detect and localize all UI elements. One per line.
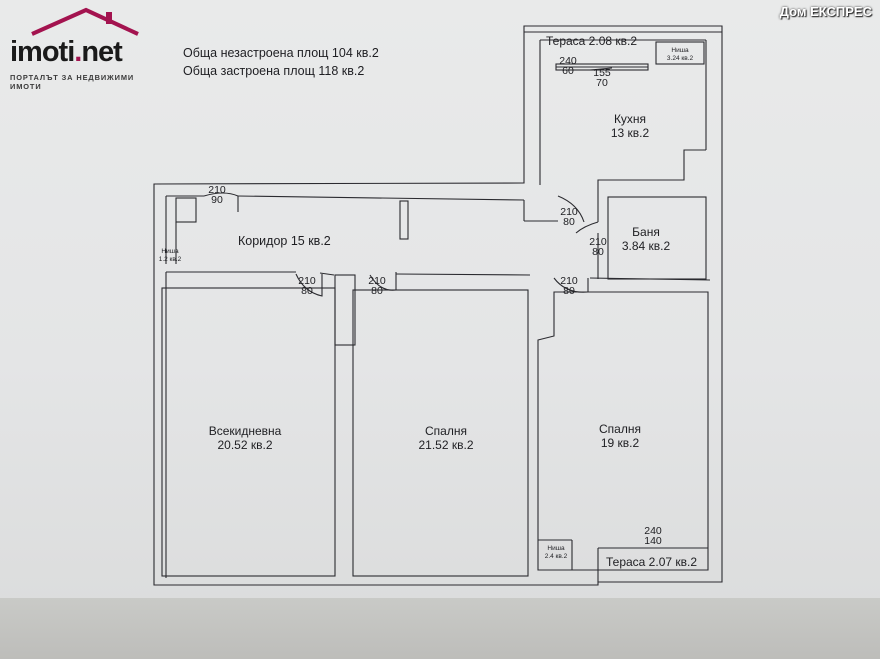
dim-living-door-h: 210	[298, 275, 316, 287]
niche-left-area: 1.2 кв.2	[158, 256, 182, 263]
dim-entry-h: 210	[208, 184, 226, 196]
terrace-top-label: Тераса 2.08 кв.2	[546, 34, 638, 48]
summary-built: Обща застроена площ 118 кв.2	[183, 64, 365, 78]
dim-bath-door-w: 80	[592, 246, 604, 258]
bath-area: 3.84 кв.2	[621, 239, 671, 253]
dim-top-door-h: 240	[559, 55, 577, 67]
kitchen-area: 13 кв.2	[610, 126, 650, 140]
logo-tagline: ПОРТАЛЪТ ЗА НЕДВИЖИМИ ИМОТИ	[10, 73, 135, 91]
kitchen-name: Кухня	[613, 112, 647, 126]
imoti-logo: imoti.net ПОРТАЛЪТ ЗА НЕДВИЖИМИ ИМОТИ	[8, 6, 168, 91]
niche-top-area: 3.24 кв.2	[666, 55, 694, 62]
dim-bottom-door-h: 240	[644, 525, 662, 537]
table-surface	[0, 598, 880, 659]
house-roof-icon	[31, 7, 139, 36]
dim-kitchen-door-h: 210	[560, 206, 578, 218]
dim-living-door-w: 80	[301, 285, 313, 297]
bed2-area: 19 кв.2	[600, 436, 640, 450]
niche-top-name: Ниша	[671, 47, 689, 54]
dim-kitchen-door-w: 80	[563, 216, 575, 228]
terrace-bottom-label: Тераса 2.07 кв.2	[606, 555, 698, 569]
bed2-name: Спалня	[599, 422, 641, 436]
summary-unbuilt: Обща незастроена площ 104 кв.2	[183, 46, 379, 60]
living-area: 20.52 кв.2	[217, 438, 273, 452]
bed1-area: 21.52 кв.2	[418, 438, 474, 452]
dim-bottom-door-w: 140	[644, 535, 662, 547]
dim-bed1-door-w: 80	[371, 285, 383, 297]
door-swing-bed2	[553, 277, 589, 293]
door-swing-kitchen	[557, 195, 585, 223]
bath-name: Баня	[632, 225, 660, 239]
outer-wall	[153, 25, 723, 586]
bed1-name: Спалня	[425, 424, 467, 438]
dim-bed1-door-h: 210	[368, 275, 386, 287]
door-swing-entry	[203, 192, 239, 212]
logo-wordmark: imoti.net	[10, 36, 123, 68]
niche-br-name: Ниша	[547, 545, 565, 552]
brand-watermark: Дом ЕКСПРЕС	[779, 4, 872, 19]
niche-br-area: 2.4 кв.2	[544, 553, 568, 560]
dim-bath-door-h: 210	[589, 236, 607, 248]
dim-bed2-door-h: 210	[560, 275, 578, 287]
corridor-label: Коридор 15 кв.2	[238, 234, 331, 248]
door-swing-living	[295, 273, 323, 297]
living-name: Всекидневна	[208, 424, 282, 438]
dim-top-win-w: 70	[596, 77, 608, 89]
niche-left-name: Ниша	[161, 248, 179, 255]
dim-top-door-w: 60	[562, 65, 574, 77]
dim-top-win-h: 155	[593, 67, 611, 79]
door-swing-bed1	[369, 272, 397, 291]
dim-entry-w: 90	[211, 194, 223, 206]
dim-bed2-door-w: 80	[563, 285, 575, 297]
door-swing-bath	[575, 221, 599, 234]
